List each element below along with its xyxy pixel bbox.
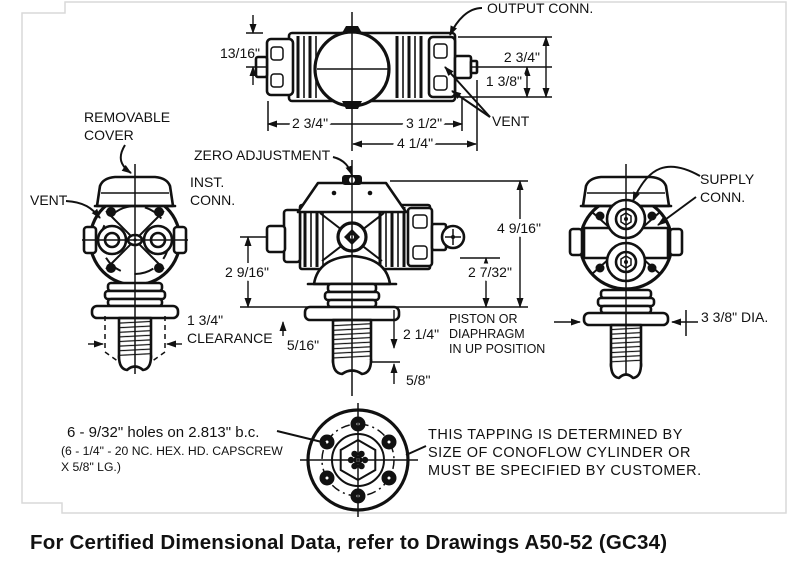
- inst-conn-label-line1: INST.: [190, 174, 224, 190]
- dim-2-9-16-label: 2 9/16": [225, 264, 269, 280]
- left-vent-label: VENT: [30, 192, 68, 208]
- tapping-note-line2: SIZE OF CONOFLOW CYLINDER OR: [428, 445, 691, 461]
- top-view: 13/16" 2 3/4" 1 3/8" OUTPUT CONN. VENT 2…: [220, 0, 593, 155]
- supply-conn-label-line2: CONN.: [700, 189, 745, 205]
- dim-1-3-8-label: 1 3/8": [486, 73, 522, 89]
- removable-cover-label-line2: COVER: [84, 127, 134, 143]
- front-view: 2 9/16" 4 9/16" 2 7/32" 5/16" 2 1/4" 5/8…: [190, 147, 545, 396]
- dim-4-9-16-label: 4 9/16": [497, 220, 541, 236]
- dim-3-3-8-dia-label: 3 3/8" DIA.: [701, 309, 768, 325]
- piston-note-line1: PISTON OR: [449, 312, 518, 326]
- dim-2-3-4-height-label: 2 3/4": [504, 49, 540, 65]
- tapping-note-line1: THIS TAPPING IS DETERMINED BY: [428, 427, 683, 443]
- dim-2-3-4-width-label: 2 3/4": [292, 115, 328, 131]
- holes-note-line1: 6 - 9/32" holes on 2.813" b.c.: [67, 424, 259, 441]
- inst-conn-label-line2: CONN.: [190, 192, 235, 208]
- right-side-view: 3 3/8" DIA. SUPPLY CONN.: [554, 164, 768, 380]
- holes-note-line3: X 5/8" LG.): [61, 460, 121, 474]
- tapping-note-line3: MUST BE SPECIFIED BY CUSTOMER.: [428, 463, 702, 479]
- dim-3-1-2-label: 3 1/2": [406, 115, 442, 131]
- piston-note-line3: IN UP POSITION: [449, 342, 545, 356]
- piston-note-line2: DIAPHRAGM: [449, 327, 525, 341]
- bottom-view: 6 - 9/32" holes on 2.813" b.c. (6 - 1/4"…: [61, 403, 702, 517]
- output-conn-label: OUTPUT CONN.: [487, 0, 593, 16]
- removable-cover-label-line1: REMOVABLE: [84, 109, 170, 125]
- dim-5-16-label: 5/16": [287, 337, 319, 353]
- dim-13-16-label: 13/16": [220, 45, 260, 61]
- left-side-view: REMOVABLE COVER VENT 1 3/4" CLEARANCE: [30, 109, 273, 374]
- dim-2-7-32-label: 2 7/32": [468, 264, 512, 280]
- page-border: [21, 1, 787, 514]
- dim-4-1-4-label: 4 1/4": [397, 135, 433, 151]
- top-vent-label: VENT: [492, 113, 530, 129]
- holes-note-line2: (6 - 1/4" - 20 NC. HEX. HD. CAPSCREW: [61, 444, 283, 458]
- supply-conn-label-line1: SUPPLY: [700, 171, 755, 187]
- caption: For Certified Dimensional Data, refer to…: [30, 531, 667, 554]
- clearance-label-line2: CLEARANCE: [187, 330, 273, 346]
- dim-2-1-4-label: 2 1/4": [403, 326, 439, 342]
- clearance-label-line1: 1 3/4": [187, 312, 223, 328]
- dim-5-8-label: 5/8": [406, 372, 430, 388]
- zero-adjustment-label: ZERO ADJUSTMENT: [194, 147, 331, 163]
